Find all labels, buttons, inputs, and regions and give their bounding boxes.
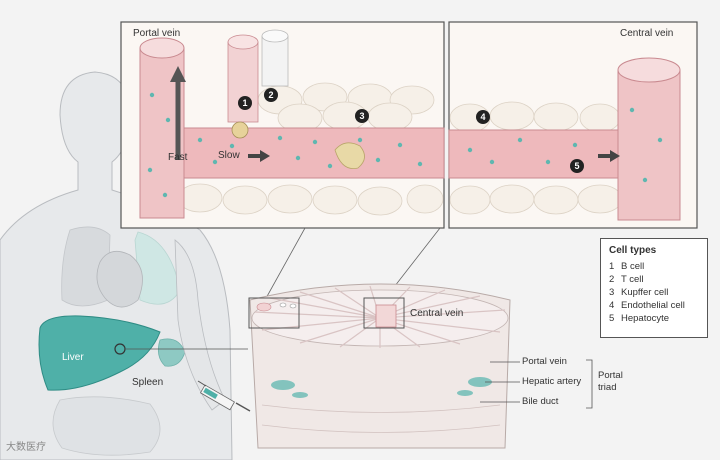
watermark: 大数医疗: [6, 442, 46, 453]
hepatic-artery-label: Hepatic artery: [522, 376, 582, 387]
sinusoid-panel-left: [120, 21, 445, 229]
central-vein-label: Central vein: [410, 308, 464, 319]
liver-label: Liver: [62, 352, 84, 363]
liver-organ: [38, 315, 161, 391]
sinusoid-panel-right: [448, 21, 698, 229]
marker-5: 5: [570, 159, 584, 173]
slow-label: Slow: [218, 150, 240, 161]
spleen-label: Spleen: [132, 377, 164, 388]
marker-2: 2: [264, 88, 278, 102]
bile-duct-label: Bile duct: [522, 396, 559, 407]
fast-label: Fast: [168, 152, 188, 163]
portal-triad-label: Portal triad: [598, 370, 623, 393]
liver-lobule: [248, 283, 593, 449]
central-vein-title: Central vein: [620, 28, 674, 39]
marker-4: 4: [476, 110, 490, 124]
syringe-icon: [197, 380, 251, 412]
marker-1: 1: [238, 96, 252, 110]
portal-vein-title: Portal vein: [133, 28, 181, 39]
legend-title: Cell types: [609, 245, 657, 256]
portal-vein-label: Portal vein: [522, 356, 567, 367]
marker-3: 3: [355, 109, 369, 123]
human-body: [0, 71, 251, 460]
